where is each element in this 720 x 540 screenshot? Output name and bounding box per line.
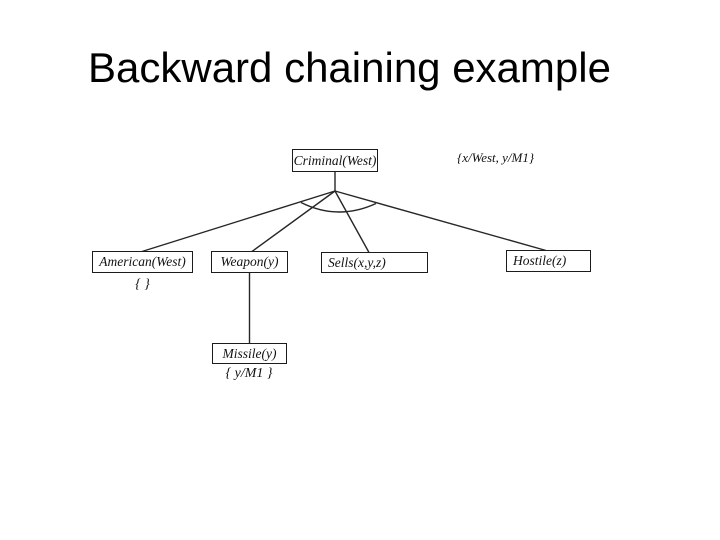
node-weapon-y: Weapon(y) — [211, 251, 288, 273]
edge-criminal-american — [141, 190, 336, 253]
node-hostile-z-label: Hostile(z) — [513, 253, 567, 269]
node-american-west: American(West) — [92, 251, 193, 273]
substitution-annotation: {x/West, y/M1} — [457, 150, 535, 165]
slide-title: Backward chaining example — [88, 44, 611, 91]
substitution-american: { } — [135, 277, 150, 292]
node-missile-y: Missile(y) — [212, 343, 287, 364]
node-missile-y-label: Missile(y) — [222, 345, 277, 361]
node-sells-xyz-label: Sells(x,y,z) — [328, 254, 386, 270]
node-weapon-y-label: Weapon(y) — [220, 254, 279, 270]
node-hostile-z: Hostile(z) — [506, 250, 591, 272]
edge-criminal-weapon — [251, 190, 336, 253]
node-sells-xyz: Sells(x,y,z) — [321, 252, 428, 273]
substitution-missile: { y/M1 } — [225, 366, 273, 381]
node-american-west-label: American(West) — [99, 254, 186, 270]
node-criminal-west-label: Criminal(West) — [293, 152, 377, 168]
and-arc — [300, 201, 377, 213]
edge-criminal-hostile — [334, 190, 547, 252]
node-criminal-west: Criminal(West) — [292, 149, 378, 172]
edge-criminal-sells — [334, 190, 370, 253]
